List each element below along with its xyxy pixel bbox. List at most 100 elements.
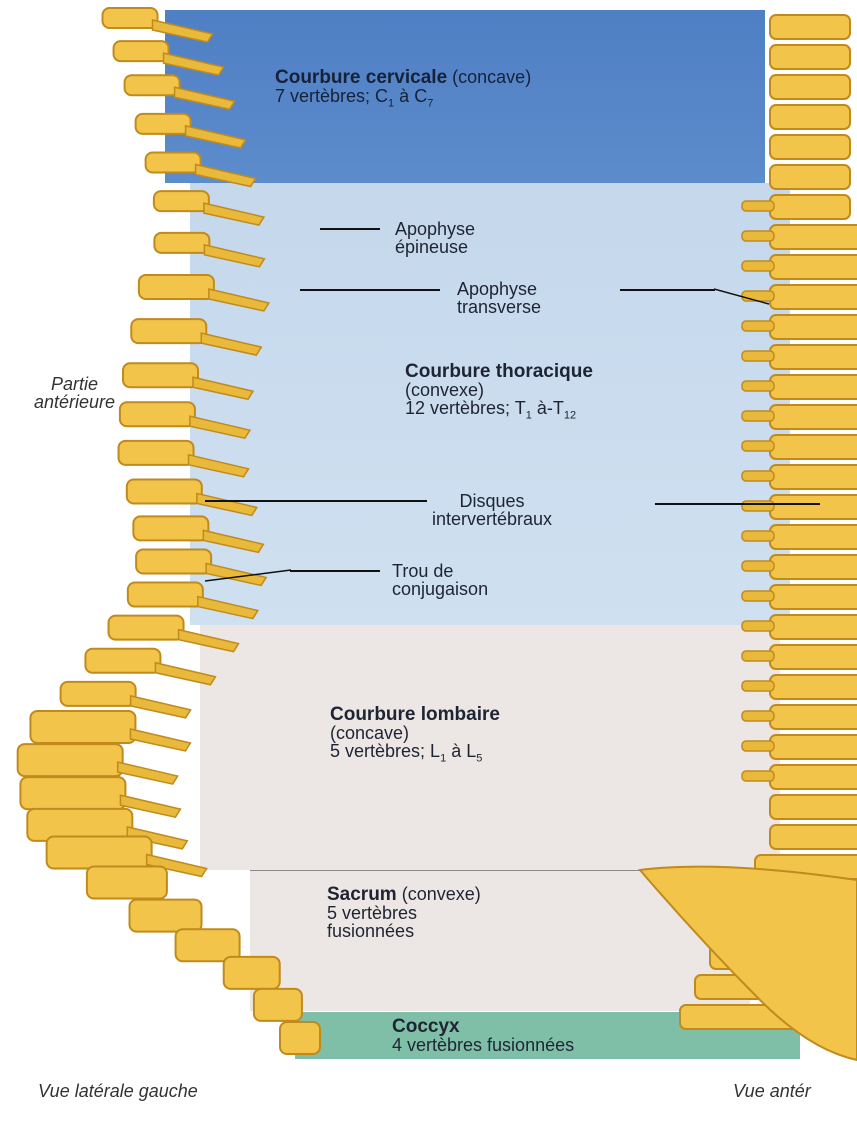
lateral-vertebra bbox=[125, 75, 235, 109]
anterior-spine-illustration bbox=[640, 15, 857, 1060]
anterior-vertebra bbox=[770, 105, 850, 129]
lateral-vertebra bbox=[130, 900, 202, 932]
anterior-vertebra bbox=[742, 525, 857, 549]
lateral-vertebra bbox=[85, 649, 215, 685]
thoracic-range-start: T bbox=[515, 398, 526, 418]
thoracic-count: 12 vertèbres; bbox=[405, 398, 515, 418]
lateral-view-caption: Vue latérale gauche bbox=[38, 1082, 198, 1100]
thoracic-title: Courbure thoracique bbox=[405, 361, 593, 382]
sacrum-qualifier: (convexe) bbox=[402, 884, 481, 904]
anterior-vertebra bbox=[742, 255, 857, 279]
foramen-leader-line bbox=[290, 570, 380, 572]
transverse-leader-right-tail bbox=[714, 288, 774, 308]
anterior-vertebra bbox=[742, 435, 857, 459]
spinous-process-label: Apophyse épineuse bbox=[395, 220, 475, 256]
thoracic-range-end-sub: 12 bbox=[564, 410, 576, 422]
sacrum-line3: fusionnées bbox=[327, 921, 414, 941]
lumbar-qualifier: (concave) bbox=[330, 723, 409, 743]
lateral-vertebra bbox=[119, 441, 249, 477]
transverse-line2: transverse bbox=[457, 297, 541, 317]
lateral-vertebra bbox=[224, 957, 280, 989]
lateral-vertebra bbox=[103, 8, 213, 42]
lumbar-range-end: L bbox=[466, 741, 476, 761]
anterior-vertebra bbox=[742, 675, 857, 699]
anterior-line1: Partie bbox=[51, 374, 98, 394]
discs-line1: Disques bbox=[432, 492, 552, 510]
anterior-vertebra bbox=[770, 135, 850, 159]
lumbar-range-end-sub: 5 bbox=[476, 753, 482, 765]
transverse-leader-right bbox=[620, 289, 715, 291]
cervical-label: Courbure cervicale (concave) 7 vertèbres… bbox=[275, 68, 531, 113]
anterior-vertebra bbox=[742, 615, 857, 639]
coccyx-label: Coccyx 4 vertèbres fusionnées bbox=[392, 1017, 574, 1054]
cervical-qualifier: (concave) bbox=[452, 67, 531, 87]
transverse-process-label: Apophyse transverse bbox=[457, 280, 541, 316]
foramen-leader-tail bbox=[205, 569, 293, 583]
coccyx-title: Coccyx bbox=[392, 1016, 460, 1037]
cervical-range-end: C bbox=[414, 86, 427, 106]
foramen-line1: Trou de bbox=[392, 561, 453, 581]
anterior-vertebra bbox=[770, 795, 857, 819]
discs-label: Disques intervertébraux bbox=[432, 492, 552, 528]
lumbar-count: 5 vertèbres; bbox=[330, 741, 430, 761]
spinous-leader-line bbox=[320, 228, 380, 230]
discs-leader-left bbox=[205, 500, 427, 502]
anterior-view-caption: Vue antér bbox=[733, 1082, 811, 1100]
anterior-vertebra bbox=[770, 825, 857, 849]
anterior-line2: antérieure bbox=[34, 392, 115, 412]
coccyx-line2: 4 vertèbres fusionnées bbox=[392, 1035, 574, 1055]
discs-line2: intervertébraux bbox=[432, 510, 552, 528]
foramen-label: Trou de conjugaison bbox=[392, 562, 488, 598]
anterior-vertebra bbox=[742, 345, 857, 369]
lateral-vertebra bbox=[280, 1022, 320, 1054]
lateral-vertebra bbox=[254, 989, 302, 1021]
discs-leader-right bbox=[655, 503, 820, 505]
anterior-vertebra bbox=[742, 585, 857, 609]
cervical-range-end-sub: 7 bbox=[427, 98, 433, 110]
thoracic-label: Courbure thoracique (convexe) 12 vertèbr… bbox=[405, 362, 593, 425]
anterior-vertebra bbox=[742, 495, 857, 519]
lumbar-title: Courbure lombaire bbox=[330, 704, 500, 725]
foramen-line2: conjugaison bbox=[392, 579, 488, 599]
anterior-vertebra bbox=[742, 465, 857, 489]
lateral-vertebra bbox=[127, 479, 257, 515]
lateral-vertebra bbox=[87, 866, 167, 898]
lateral-vertebra bbox=[154, 233, 264, 267]
anterior-vertebra bbox=[742, 555, 857, 579]
sacrum-label: Sacrum (convexe) 5 vertèbres fusionnées bbox=[327, 885, 481, 940]
lateral-vertebra bbox=[114, 41, 224, 75]
anterior-vertebra bbox=[770, 165, 850, 189]
anterior-vertebra bbox=[770, 15, 850, 39]
cervical-range-start: C bbox=[375, 86, 388, 106]
anterior-vertebra bbox=[742, 405, 857, 429]
lateral-spine-illustration bbox=[18, 8, 320, 1054]
thoracic-qualifier: (convexe) bbox=[405, 380, 484, 400]
lumbar-label: Courbure lombaire (concave) 5 vertèbres;… bbox=[330, 705, 500, 768]
transverse-leader-left bbox=[300, 289, 440, 291]
anterior-vertebra bbox=[770, 75, 850, 99]
anterior-vertebra bbox=[742, 705, 857, 729]
anterior-vertebra bbox=[742, 375, 857, 399]
spinous-line1: Apophyse bbox=[395, 219, 475, 239]
anterior-vertebra bbox=[742, 195, 850, 219]
lateral-vertebra bbox=[136, 114, 246, 148]
anterior-vertebra bbox=[742, 225, 857, 249]
spinous-line2: épineuse bbox=[395, 237, 468, 257]
thoracic-range-end: T bbox=[553, 398, 564, 418]
lateral-vertebra bbox=[146, 152, 256, 186]
cervical-range-sep: à bbox=[394, 86, 414, 106]
lumbar-range-sep: à bbox=[446, 741, 466, 761]
lateral-vertebra bbox=[133, 516, 263, 552]
sacrum-line2: 5 vertèbres bbox=[327, 903, 417, 923]
lateral-vertebra bbox=[139, 275, 269, 311]
anterior-vertebra bbox=[742, 735, 857, 759]
sacrum-title: Sacrum bbox=[327, 884, 397, 905]
transverse-line1: Apophyse bbox=[457, 279, 537, 299]
lateral-vertebra bbox=[123, 363, 253, 399]
cervical-title: Courbure cervicale bbox=[275, 67, 447, 88]
anterior-vertebra bbox=[770, 45, 850, 69]
thoracic-range-sep: à- bbox=[532, 398, 553, 418]
lateral-vertebra bbox=[120, 402, 250, 438]
lumbar-range-start: L bbox=[430, 741, 440, 761]
anterior-vertebra bbox=[742, 765, 857, 789]
